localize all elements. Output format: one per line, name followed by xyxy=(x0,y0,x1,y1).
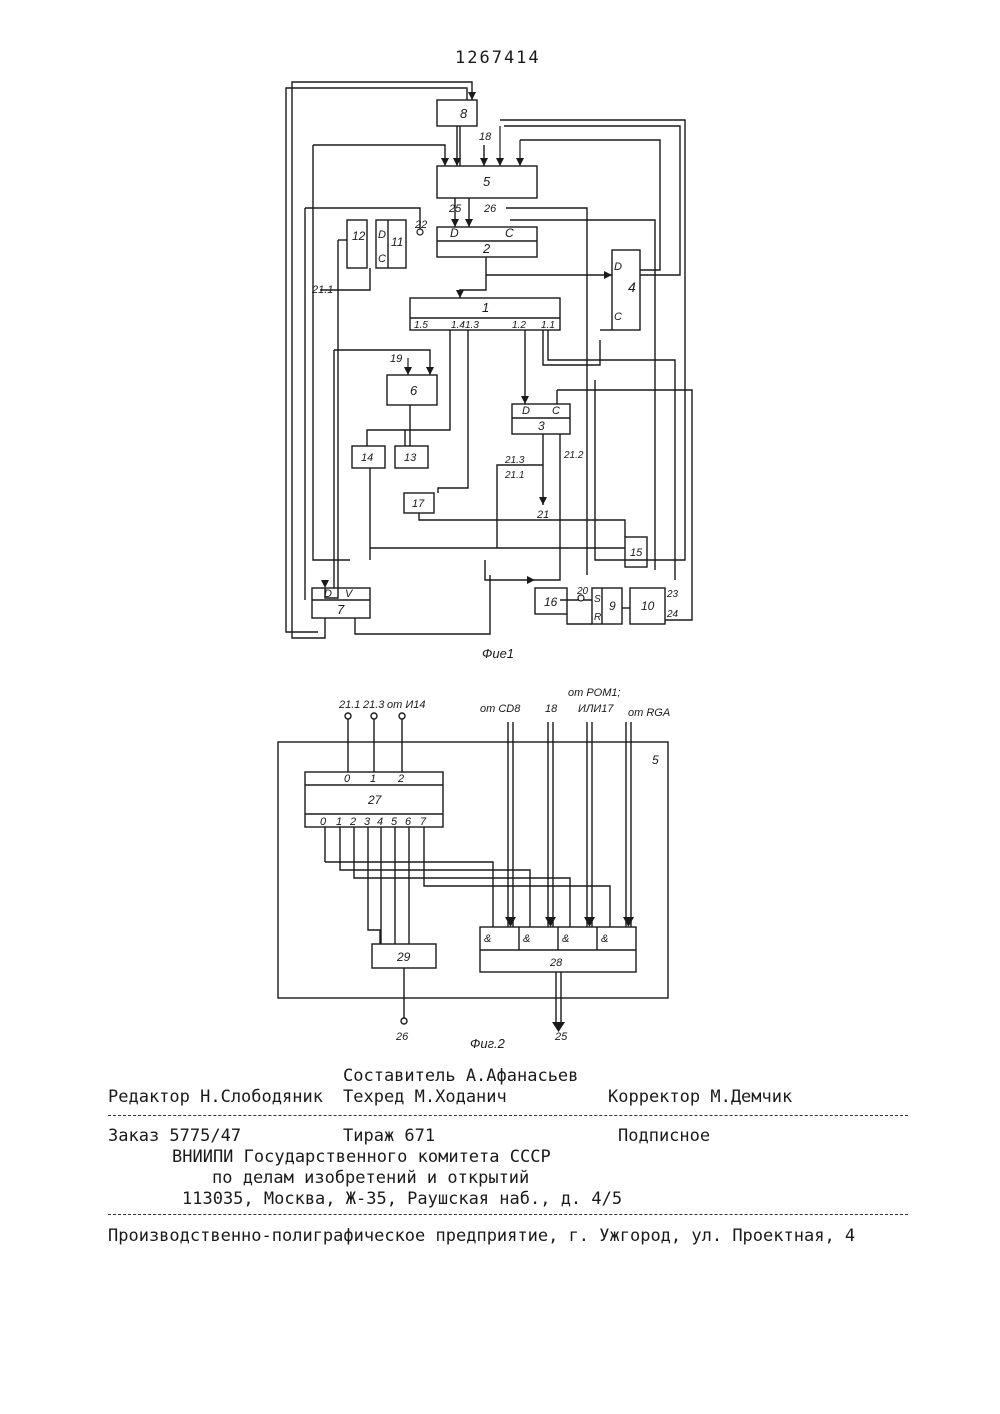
svg-text:4: 4 xyxy=(377,816,383,828)
svg-text:D: D xyxy=(378,229,386,241)
svg-text:1: 1 xyxy=(336,816,342,828)
circulation: Тираж 671 xyxy=(343,1126,435,1146)
svg-text:от И14: от И14 xyxy=(387,699,425,711)
svg-text:5: 5 xyxy=(652,753,659,767)
svg-text:C: C xyxy=(614,311,622,323)
svg-text:&: & xyxy=(562,933,569,945)
block-11-label: 11 xyxy=(391,235,403,249)
block-8-label: 8 xyxy=(460,106,468,121)
block-14-label: 14 xyxy=(361,452,373,464)
svg-text:&: & xyxy=(523,933,530,945)
svg-text:от РОМ1;: от РОМ1; xyxy=(568,687,621,699)
svg-text:23: 23 xyxy=(666,589,679,600)
tech-editor: Техред М.Ходанич xyxy=(343,1087,507,1107)
svg-text:21.1: 21.1 xyxy=(338,699,360,711)
block-1-label: 1 xyxy=(482,300,489,315)
figure-1-caption: Фие1 xyxy=(482,646,514,661)
svg-text:25: 25 xyxy=(448,203,462,215)
svg-text:ИЛИ17: ИЛИ17 xyxy=(578,703,614,715)
svg-text:V: V xyxy=(345,588,354,600)
svg-text:от СD8: от СD8 xyxy=(480,703,521,715)
svg-text:1.3: 1.3 xyxy=(465,320,479,331)
svg-text:1: 1 xyxy=(370,773,376,785)
svg-text:26: 26 xyxy=(395,1031,409,1043)
block-16-label: 16 xyxy=(544,595,558,609)
block-13-label: 13 xyxy=(404,452,417,464)
svg-text:5: 5 xyxy=(391,816,398,828)
svg-text:D: D xyxy=(614,261,622,273)
editor: Редактор Н.Слободяник xyxy=(108,1087,323,1107)
svg-text:D: D xyxy=(450,226,459,240)
svg-text:C: C xyxy=(378,253,386,265)
svg-text:26: 26 xyxy=(483,203,497,215)
block-27-label: 27 xyxy=(367,793,383,807)
svg-text:21: 21 xyxy=(536,509,549,521)
svg-text:от RGА: от RGА xyxy=(628,707,670,719)
svg-text:2: 2 xyxy=(349,816,356,828)
svg-text:0: 0 xyxy=(320,816,327,828)
svg-text:D: D xyxy=(324,588,332,600)
block-5-label: 5 xyxy=(483,174,491,189)
block-2-label: 2 xyxy=(482,241,491,256)
svg-text:1.5: 1.5 xyxy=(414,320,428,331)
block-15-label: 15 xyxy=(630,547,643,559)
address: 113035, Москва, Ж-35, Раушская наб., д. … xyxy=(182,1189,622,1209)
block-7-label: 7 xyxy=(337,602,345,617)
svg-text:6: 6 xyxy=(405,816,412,828)
svg-text:18: 18 xyxy=(545,703,558,715)
figure-1-diagram: 8 5 2 D C 12 D C 11 1 1.5 1.4 1.3 1.2 1.… xyxy=(0,0,1000,1070)
svg-text:&: & xyxy=(484,933,491,945)
svg-text:21.3: 21.3 xyxy=(362,699,385,711)
block-4-label: 4 xyxy=(628,279,636,295)
svg-text:1.2: 1.2 xyxy=(512,320,526,331)
block-9-label: 9 xyxy=(609,599,616,613)
svg-text:3: 3 xyxy=(364,816,371,828)
svg-text:S: S xyxy=(594,594,601,605)
svg-text:21.3: 21.3 xyxy=(504,455,525,466)
block-28-label: 28 xyxy=(549,957,563,969)
block-6-label: 6 xyxy=(410,383,418,398)
svg-text:19: 19 xyxy=(390,353,402,365)
svg-text:&: & xyxy=(601,933,608,945)
org-line-1: ВНИИПИ Государственного комитета СССР xyxy=(172,1147,551,1167)
corrector: Корректор М.Демчик xyxy=(608,1087,792,1107)
block-3-label: 3 xyxy=(538,419,545,433)
block-12 xyxy=(347,220,367,268)
block-17-label: 17 xyxy=(412,498,425,510)
svg-text:24: 24 xyxy=(666,609,679,620)
svg-text:21.1: 21.1 xyxy=(311,284,333,296)
block-12-label: 12 xyxy=(352,229,366,243)
svg-text:18: 18 xyxy=(479,131,492,143)
order: Заказ 5775/47 xyxy=(108,1126,241,1146)
svg-text:21.1: 21.1 xyxy=(504,470,524,481)
block-10-label: 10 xyxy=(641,599,655,613)
block-29-label: 29 xyxy=(396,950,411,964)
svg-text:20: 20 xyxy=(576,586,589,597)
subscription: Подписное xyxy=(618,1126,710,1146)
svg-text:25: 25 xyxy=(554,1031,568,1043)
block-8 xyxy=(437,100,477,126)
figure-2-diagram xyxy=(278,713,668,1025)
divider xyxy=(108,1115,908,1116)
svg-text:C: C xyxy=(505,226,514,240)
divider xyxy=(108,1214,908,1215)
svg-text:22: 22 xyxy=(414,219,427,231)
org-line-2: по делам изобретений и открытий xyxy=(212,1168,529,1188)
svg-text:2: 2 xyxy=(397,773,404,785)
svg-text:1.1: 1.1 xyxy=(541,320,555,331)
svg-text:21.2: 21.2 xyxy=(563,450,584,461)
svg-text:C: C xyxy=(552,405,560,417)
svg-text:0: 0 xyxy=(344,773,351,785)
figure-2-caption: Фиг.2 xyxy=(470,1036,505,1051)
svg-text:1.4: 1.4 xyxy=(451,320,465,331)
compiler: Составитель А.Афанасьев xyxy=(343,1066,578,1086)
svg-text:7: 7 xyxy=(420,816,427,828)
svg-text:R: R xyxy=(594,612,601,623)
svg-text:D: D xyxy=(522,405,530,417)
printer: Производственно-полиграфическое предприя… xyxy=(108,1226,855,1246)
